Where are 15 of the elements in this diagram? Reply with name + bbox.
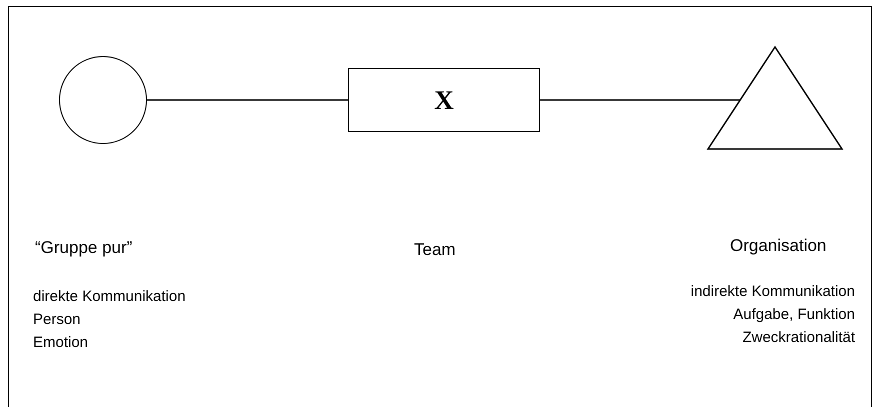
triangle-shape xyxy=(708,46,842,150)
description-text: Aufgabe, Funktion xyxy=(733,305,855,325)
description-text: Emotion xyxy=(33,333,88,353)
description-text: Person xyxy=(33,310,81,330)
description-text: Zweckrationalität xyxy=(742,328,855,348)
description-text: direkte Kommunikation xyxy=(33,287,186,307)
description-text: indirekte Kommunikation xyxy=(690,282,855,302)
caption-text: “Gruppe pur” xyxy=(35,237,132,259)
connector-line xyxy=(147,99,348,101)
process-box xyxy=(348,68,540,132)
caption-text: Organisation xyxy=(730,235,826,257)
circle-shape xyxy=(59,56,147,144)
caption-text: Team xyxy=(414,239,456,261)
connector-line xyxy=(540,99,742,101)
box-label: X xyxy=(434,84,454,116)
